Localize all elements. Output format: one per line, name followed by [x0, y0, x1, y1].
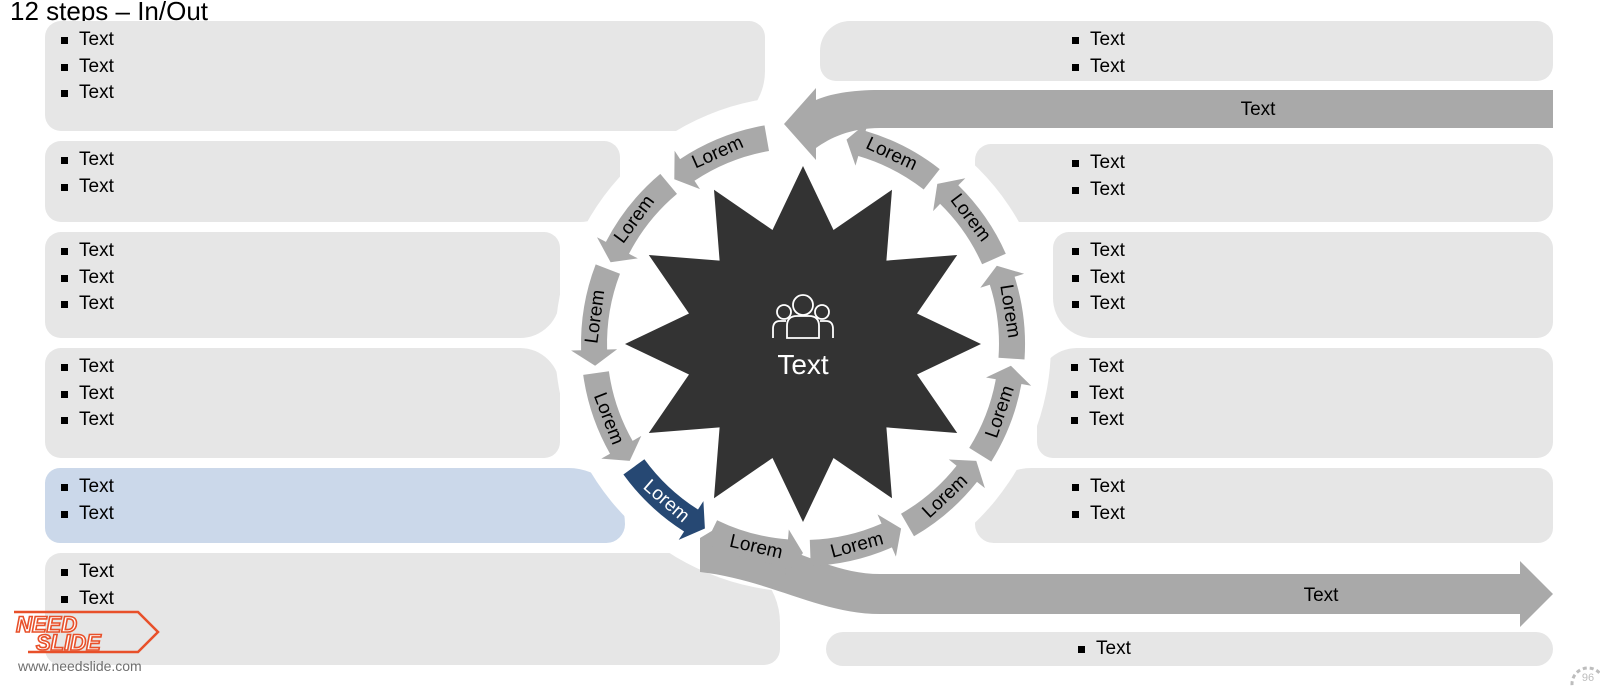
right-panel-6: Text — [826, 632, 1553, 666]
right-panel-3: Text Text Text — [1053, 232, 1553, 338]
logo-arrow-shape — [14, 610, 160, 654]
left-panel-4: Text Text Text — [45, 348, 560, 458]
top-in-arrow — [784, 88, 1553, 160]
list-item: Text — [57, 27, 114, 54]
logo-slide: SLIDE — [36, 630, 102, 655]
right-panel-2-list: Text Text — [1068, 150, 1125, 203]
list-item: Text — [1067, 354, 1124, 381]
right-panel-4-list: Text Text Text — [1067, 354, 1124, 434]
list-item: Text — [1068, 291, 1125, 318]
list-item: Text — [57, 147, 114, 174]
step-arrow-3 — [571, 264, 620, 366]
right-panel-5-list: Text Text — [1068, 474, 1125, 527]
step-arrow-2 — [597, 173, 677, 263]
step-arrow-12 — [846, 121, 940, 190]
list-item: Text — [57, 80, 114, 107]
step-arrow-9 — [969, 365, 1032, 462]
bottom-out-arrow — [700, 526, 1553, 627]
left-panel-5-highlighted: Text Text — [45, 468, 625, 543]
step-arrow-11 — [933, 178, 1006, 265]
list-item: Text — [1068, 177, 1125, 204]
left-panel-1-list: Text Text Text — [57, 27, 114, 107]
list-item: Text — [1074, 636, 1131, 663]
list-item: Text — [1068, 265, 1125, 292]
list-item: Text — [1068, 150, 1125, 177]
list-item: Text — [1068, 474, 1125, 501]
right-panel-1: Text Text — [820, 21, 1553, 81]
bottom-bar-label: Text — [1304, 585, 1340, 606]
right-panel-2: Text Text — [975, 144, 1553, 222]
needslide-logo: NEED SLIDE — [14, 610, 160, 656]
logo-need: NEED — [16, 612, 77, 637]
list-item: Text — [57, 586, 114, 613]
list-item: Text — [57, 474, 114, 501]
left-panel-2-list: Text Text — [57, 147, 114, 200]
right-panel-5: Text Text — [975, 468, 1553, 543]
center-text: Text — [777, 349, 829, 380]
step-arrow-10 — [980, 265, 1026, 360]
page-number-badge: 96 — [1570, 666, 1600, 686]
list-item: Text — [1068, 501, 1125, 528]
step-arrow-7 — [809, 514, 902, 566]
list-item: Text — [57, 407, 114, 434]
left-panel-2: Text Text — [45, 141, 620, 222]
page-number-gear — [1570, 666, 1600, 686]
center-star — [625, 166, 981, 522]
list-item: Text — [57, 174, 114, 201]
top-bar-label: Text — [1241, 99, 1277, 120]
list-item: Text — [1068, 54, 1125, 81]
left-panel-3: Text Text Text — [45, 232, 560, 338]
list-item: Text — [57, 291, 114, 318]
list-item: Text — [57, 238, 114, 265]
list-item: Text — [57, 54, 114, 81]
step-arrow-8 — [901, 459, 985, 537]
right-panel-6-list: Text — [1074, 636, 1131, 663]
list-item: Text — [57, 265, 114, 292]
left-panel-6: Text Text — [45, 553, 780, 665]
left-panel-3-list: Text Text Text — [57, 238, 114, 318]
logo-url: www.needslide.com — [18, 658, 142, 674]
list-item: Text — [1067, 407, 1124, 434]
people-group-icon — [772, 294, 834, 339]
right-panel-1-list: Text Text — [1068, 27, 1125, 80]
list-item: Text — [57, 381, 114, 408]
step-arrow-5 — [623, 459, 705, 540]
step-arrow-1 — [674, 125, 769, 190]
list-item: Text — [1068, 238, 1125, 265]
left-panel-5-list: Text Text — [57, 474, 114, 527]
right-panel-3-list: Text Text Text — [1068, 238, 1125, 318]
step-arrow-6 — [705, 520, 803, 576]
list-item: Text — [1067, 381, 1124, 408]
list-item: Text — [57, 559, 114, 586]
left-panel-6-list: Text Text — [57, 559, 114, 612]
list-item: Text — [1068, 27, 1125, 54]
page-number: 96 — [1582, 672, 1594, 684]
list-item: Text — [57, 354, 114, 381]
list-item: Text — [57, 501, 114, 528]
step-arrow-4 — [583, 371, 642, 461]
left-panel-4-list: Text Text Text — [57, 354, 114, 434]
right-panel-4: Text Text Text — [1037, 348, 1553, 458]
left-panel-1: Text Text Text — [45, 21, 765, 131]
